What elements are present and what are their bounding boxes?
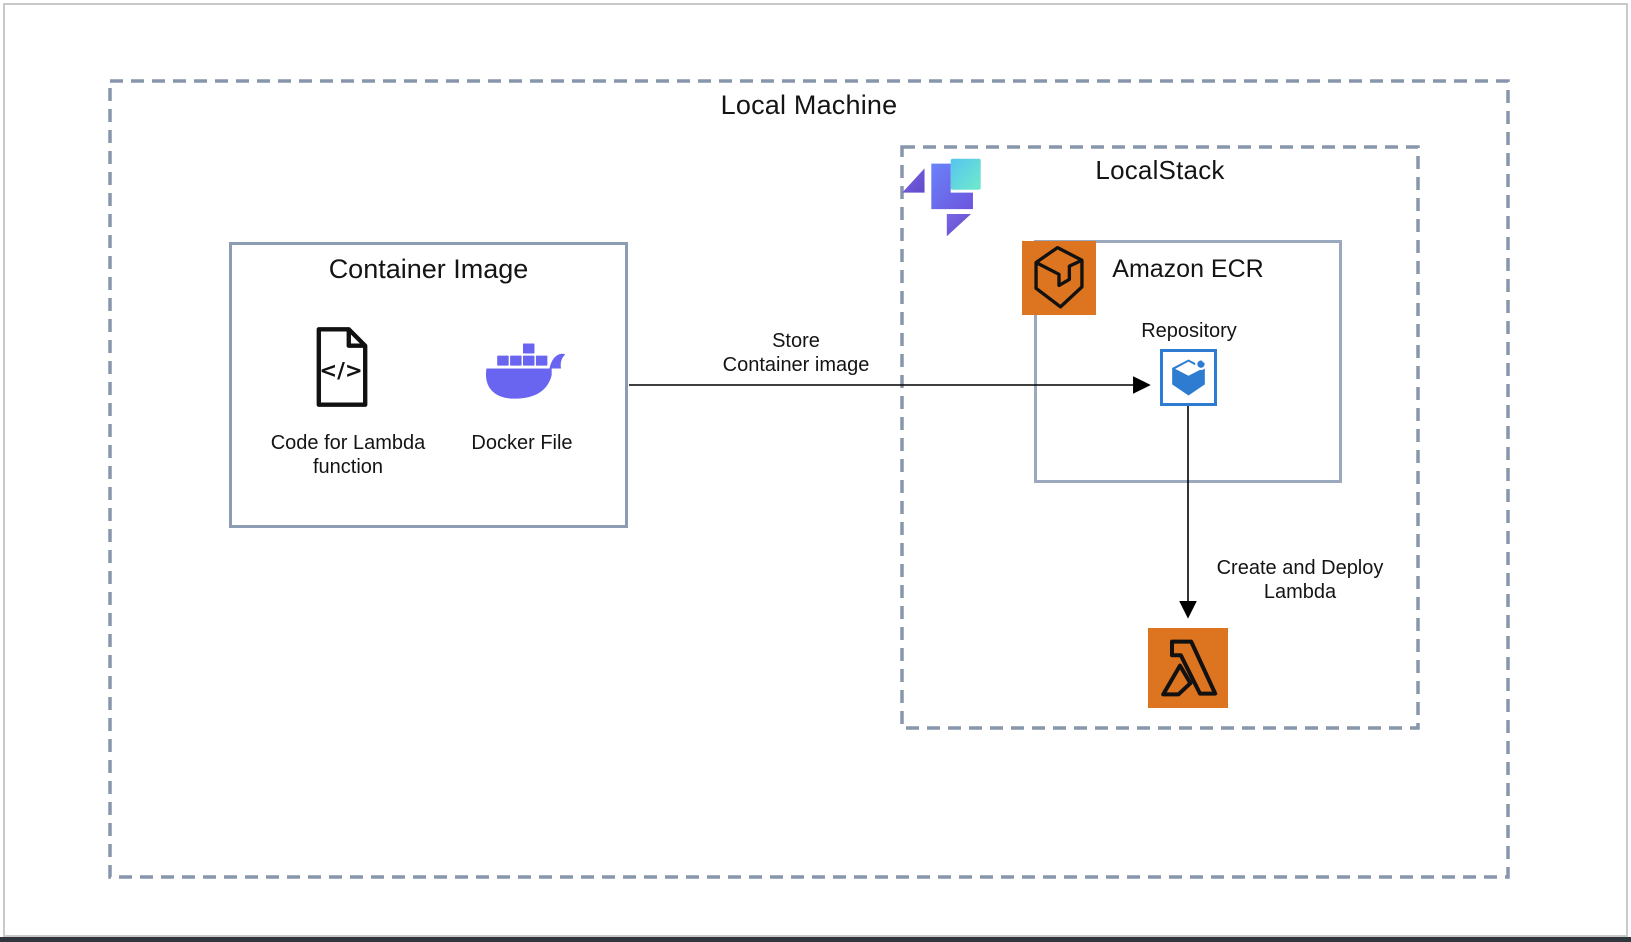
docker-item-label: Docker File <box>471 432 573 454</box>
localstack-title: LocalStack <box>1095 155 1225 185</box>
window-bottom-edge <box>0 937 1631 942</box>
localstack-group: LocalStack <box>900 145 1420 730</box>
amazon-ecr-title: Amazon ECR <box>1112 255 1264 283</box>
docker-whale-icon <box>485 343 566 399</box>
ecr-cube-glyph <box>1034 245 1084 309</box>
aws-lambda-icon <box>1148 628 1228 708</box>
code-glyph: </> <box>319 359 362 384</box>
lambda-glyph <box>1161 639 1218 697</box>
store-arrow-label: Store Container image <box>722 330 870 376</box>
local-machine-group: Local Machine <box>108 79 1510 879</box>
amazon-ecr-icon <box>1022 241 1096 315</box>
local-machine-dashed-border <box>108 79 1510 879</box>
ecr-repository-icon <box>1160 349 1217 406</box>
local-machine-title: Local Machine <box>720 90 898 120</box>
container-image-title: Container Image <box>328 254 529 284</box>
code-file-icon: </> <box>316 327 368 407</box>
deploy-arrow-label: Create and Deploy Lambda <box>1216 557 1384 603</box>
code-item-label: Code for Lambda function <box>270 432 426 478</box>
localstack-logo <box>902 158 981 237</box>
repository-cube-glyph <box>1172 358 1207 396</box>
localstack-dashed-border <box>900 145 1420 730</box>
container-image-box: Container Image </> Code for Lambda func… <box>229 242 628 528</box>
repository-label: Repository <box>1141 320 1237 342</box>
